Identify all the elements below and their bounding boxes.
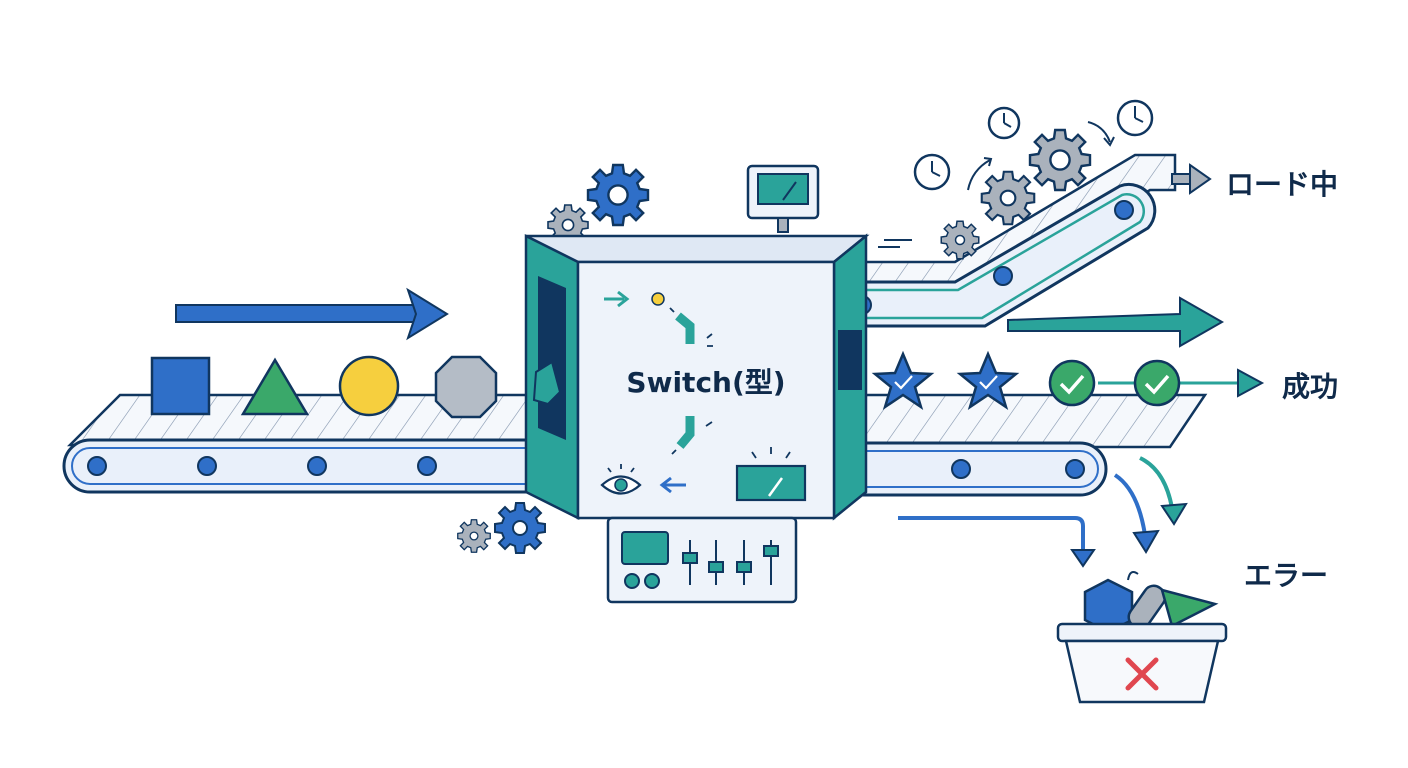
loading-arrow (1171, 163, 1212, 195)
gear-icon (940, 220, 980, 260)
pipe-icon (671, 416, 713, 455)
input-octagon-icon (434, 355, 498, 419)
arrow-icon (659, 476, 686, 494)
gauge-icon (746, 164, 820, 233)
success-conveyor (828, 393, 1208, 497)
gear-icon (586, 163, 650, 227)
star-icon (871, 350, 935, 410)
error-label: エラー (1244, 559, 1328, 592)
check-circle-icon (1133, 359, 1181, 407)
gear-icon (457, 519, 491, 553)
x-mark-icon (1125, 657, 1159, 691)
success-track (1098, 368, 1265, 398)
gear-icon (1028, 128, 1092, 192)
control-panel (606, 516, 798, 604)
motion-lines (878, 239, 912, 248)
clock-icon (1116, 99, 1154, 137)
input-triangle-icon (240, 357, 310, 416)
pipe-icon (669, 307, 713, 347)
check-circle-icon (1048, 359, 1096, 407)
input-circle-icon (338, 355, 400, 417)
loading-label: ロード中 (1226, 168, 1338, 201)
rotation-arrows (967, 121, 1115, 191)
eye-icon (600, 464, 642, 495)
gauge-icon (735, 447, 807, 502)
success-label: 成功 (1282, 370, 1338, 403)
input-square-icon (150, 356, 211, 416)
switch-machine: Switch(型) (524, 164, 870, 604)
gear-icon (494, 502, 546, 554)
clock-icon (987, 106, 1021, 140)
slider-icon (682, 540, 779, 585)
machine-label: Switch(型) (626, 366, 785, 399)
gear-icon (547, 204, 589, 246)
error-arrows (898, 456, 1188, 568)
middle-flow-arrow (1007, 296, 1225, 348)
gear-icon (980, 170, 1036, 226)
input-flow-arrow (175, 287, 449, 341)
arrow-icon (604, 290, 630, 308)
basket-icon (1056, 571, 1228, 704)
clock-icon (913, 153, 951, 191)
star-icon (956, 350, 1020, 410)
input-conveyor (62, 393, 576, 494)
